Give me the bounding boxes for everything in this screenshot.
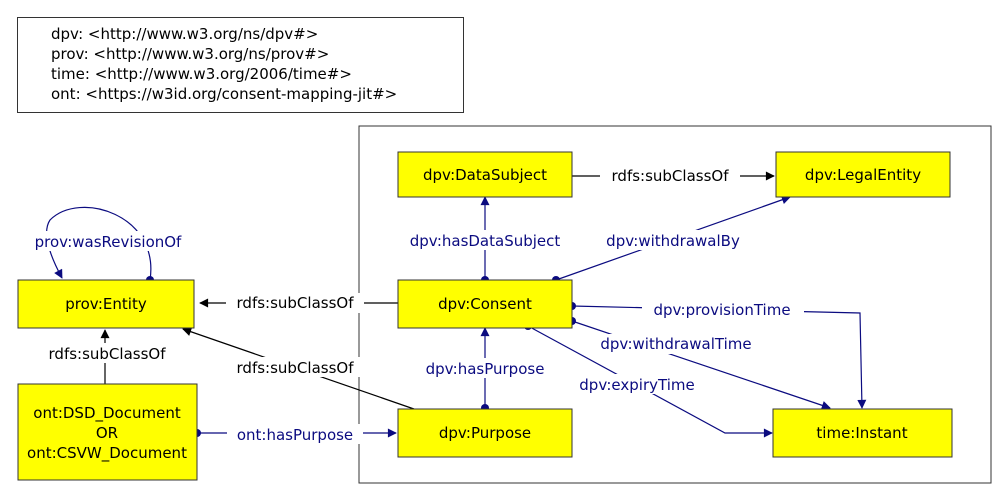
node-data-subject-label: dpv:DataSubject [423, 166, 547, 184]
label-has-purpose: dpv:hasPurpose [426, 360, 545, 378]
label-ds-subclass-le: rdfs:subClassOf [612, 167, 730, 185]
label-has-data-subject: dpv:hasDataSubject [410, 232, 561, 250]
node-document-label-3: ont:CSVW_Document [27, 444, 187, 463]
node-legal-entity-label: dpv:LegalEntity [805, 166, 921, 184]
node-legal-entity[interactable]: dpv:LegalEntity [775, 151, 951, 198]
prefix-time: time: <http://www.w3.org/2006/time#> [51, 65, 352, 83]
label-consent-subclass-entity: rdfs:subClassOf [237, 294, 355, 312]
prefix-ont: ont: <https://w3id.org/consent-mapping-j… [51, 85, 398, 103]
label-withdrawal-by: dpv:withdrawalBy [606, 232, 740, 250]
node-prov-entity-label: prov:Entity [65, 295, 147, 313]
node-document-label-1: ont:DSD_Document [33, 404, 181, 423]
label-doc-subclass-entity: rdfs:subClassOf [49, 345, 167, 363]
node-data-subject[interactable]: dpv:DataSubject [397, 151, 573, 198]
node-document-label-2: OR [96, 424, 118, 442]
edge-expiry-time [527, 325, 773, 438]
node-consent-label: dpv:Consent [438, 295, 532, 313]
label-expiry-time: dpv:expiryTime [579, 376, 694, 394]
prefix-dpv: dpv: <http://www.w3.org/ns/dpv#> [51, 25, 319, 43]
label-purpose-subclass-entity: rdfs:subClassOf [237, 359, 355, 377]
node-purpose-label: dpv:Purpose [439, 424, 531, 442]
label-withdrawal-time: dpv:withdrawalTime [600, 335, 751, 353]
node-time-instant[interactable]: time:Instant [772, 408, 953, 458]
node-consent[interactable]: dpv:Consent [397, 279, 573, 329]
prefix-legend: dpv: <http://www.w3.org/ns/dpv#> prov: <… [17, 17, 464, 113]
prefix-prov: prov: <http://www.w3.org/ns/prov#> [51, 45, 330, 63]
label-was-revision-of: prov:wasRevisionOf [35, 233, 182, 251]
node-document[interactable]: ont:DSD_Document OR ont:CSVW_Document [17, 383, 198, 481]
node-purpose[interactable]: dpv:Purpose [397, 408, 573, 458]
label-provision-time: dpv:provisionTime [653, 301, 790, 319]
label-ont-has-purpose: ont:hasPurpose [237, 426, 353, 444]
node-time-instant-label: time:Instant [816, 424, 907, 442]
node-prov-entity[interactable]: prov:Entity [17, 279, 195, 329]
